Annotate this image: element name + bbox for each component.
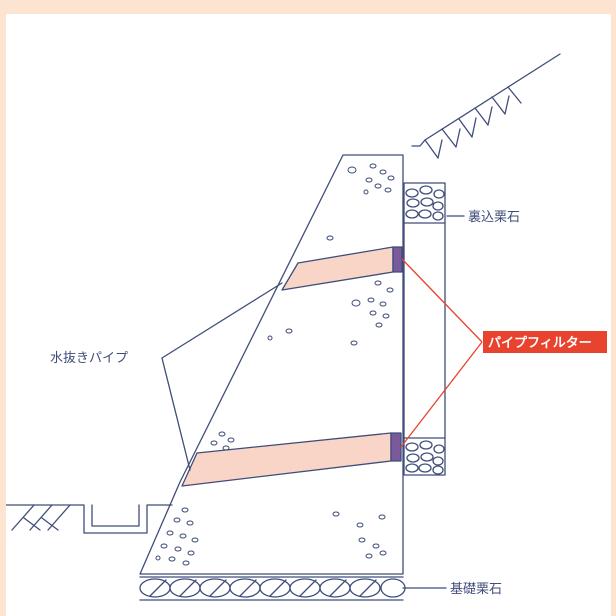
- leader-drain-pipe-lower: [161, 357, 191, 471]
- wall-aggregate: [155, 163, 395, 566]
- lower-ground-line: [6, 504, 173, 534]
- leader-filter-lower: [400, 341, 483, 448]
- leader-drain-pipe-upper: [161, 282, 283, 359]
- back-fill-gravel-top: [405, 185, 445, 221]
- ground-hatching-lower: [11, 504, 71, 531]
- leader-filter-upper: [401, 258, 483, 343]
- back-fill-gravel-bottom: [405, 440, 445, 475]
- foundation-gravel: [139, 578, 406, 598]
- back-fill-column: [403, 182, 446, 476]
- label-drain-pipe: 水抜きパイプ: [50, 350, 128, 366]
- pipe-filter-upper: [392, 246, 403, 273]
- pipe-filter-lower: [390, 432, 402, 462]
- label-pipe-filter-bg: [483, 331, 607, 353]
- drain-pipe-upper: [281, 246, 394, 291]
- label-foundation: 基礎栗石: [450, 582, 502, 597]
- label-pipe-filter: パイプフィルター: [488, 336, 592, 351]
- label-back-fill: 裏込栗石: [468, 210, 520, 225]
- ditch-inner: [91, 504, 140, 527]
- ground-hatching-upper: [424, 86, 522, 159]
- retaining-wall: [139, 154, 404, 575]
- diagram-frame: 裏込栗石 水抜きパイプ パイプフィルター 基礎栗石: [6, 14, 611, 616]
- upper-ground-line: [411, 53, 561, 147]
